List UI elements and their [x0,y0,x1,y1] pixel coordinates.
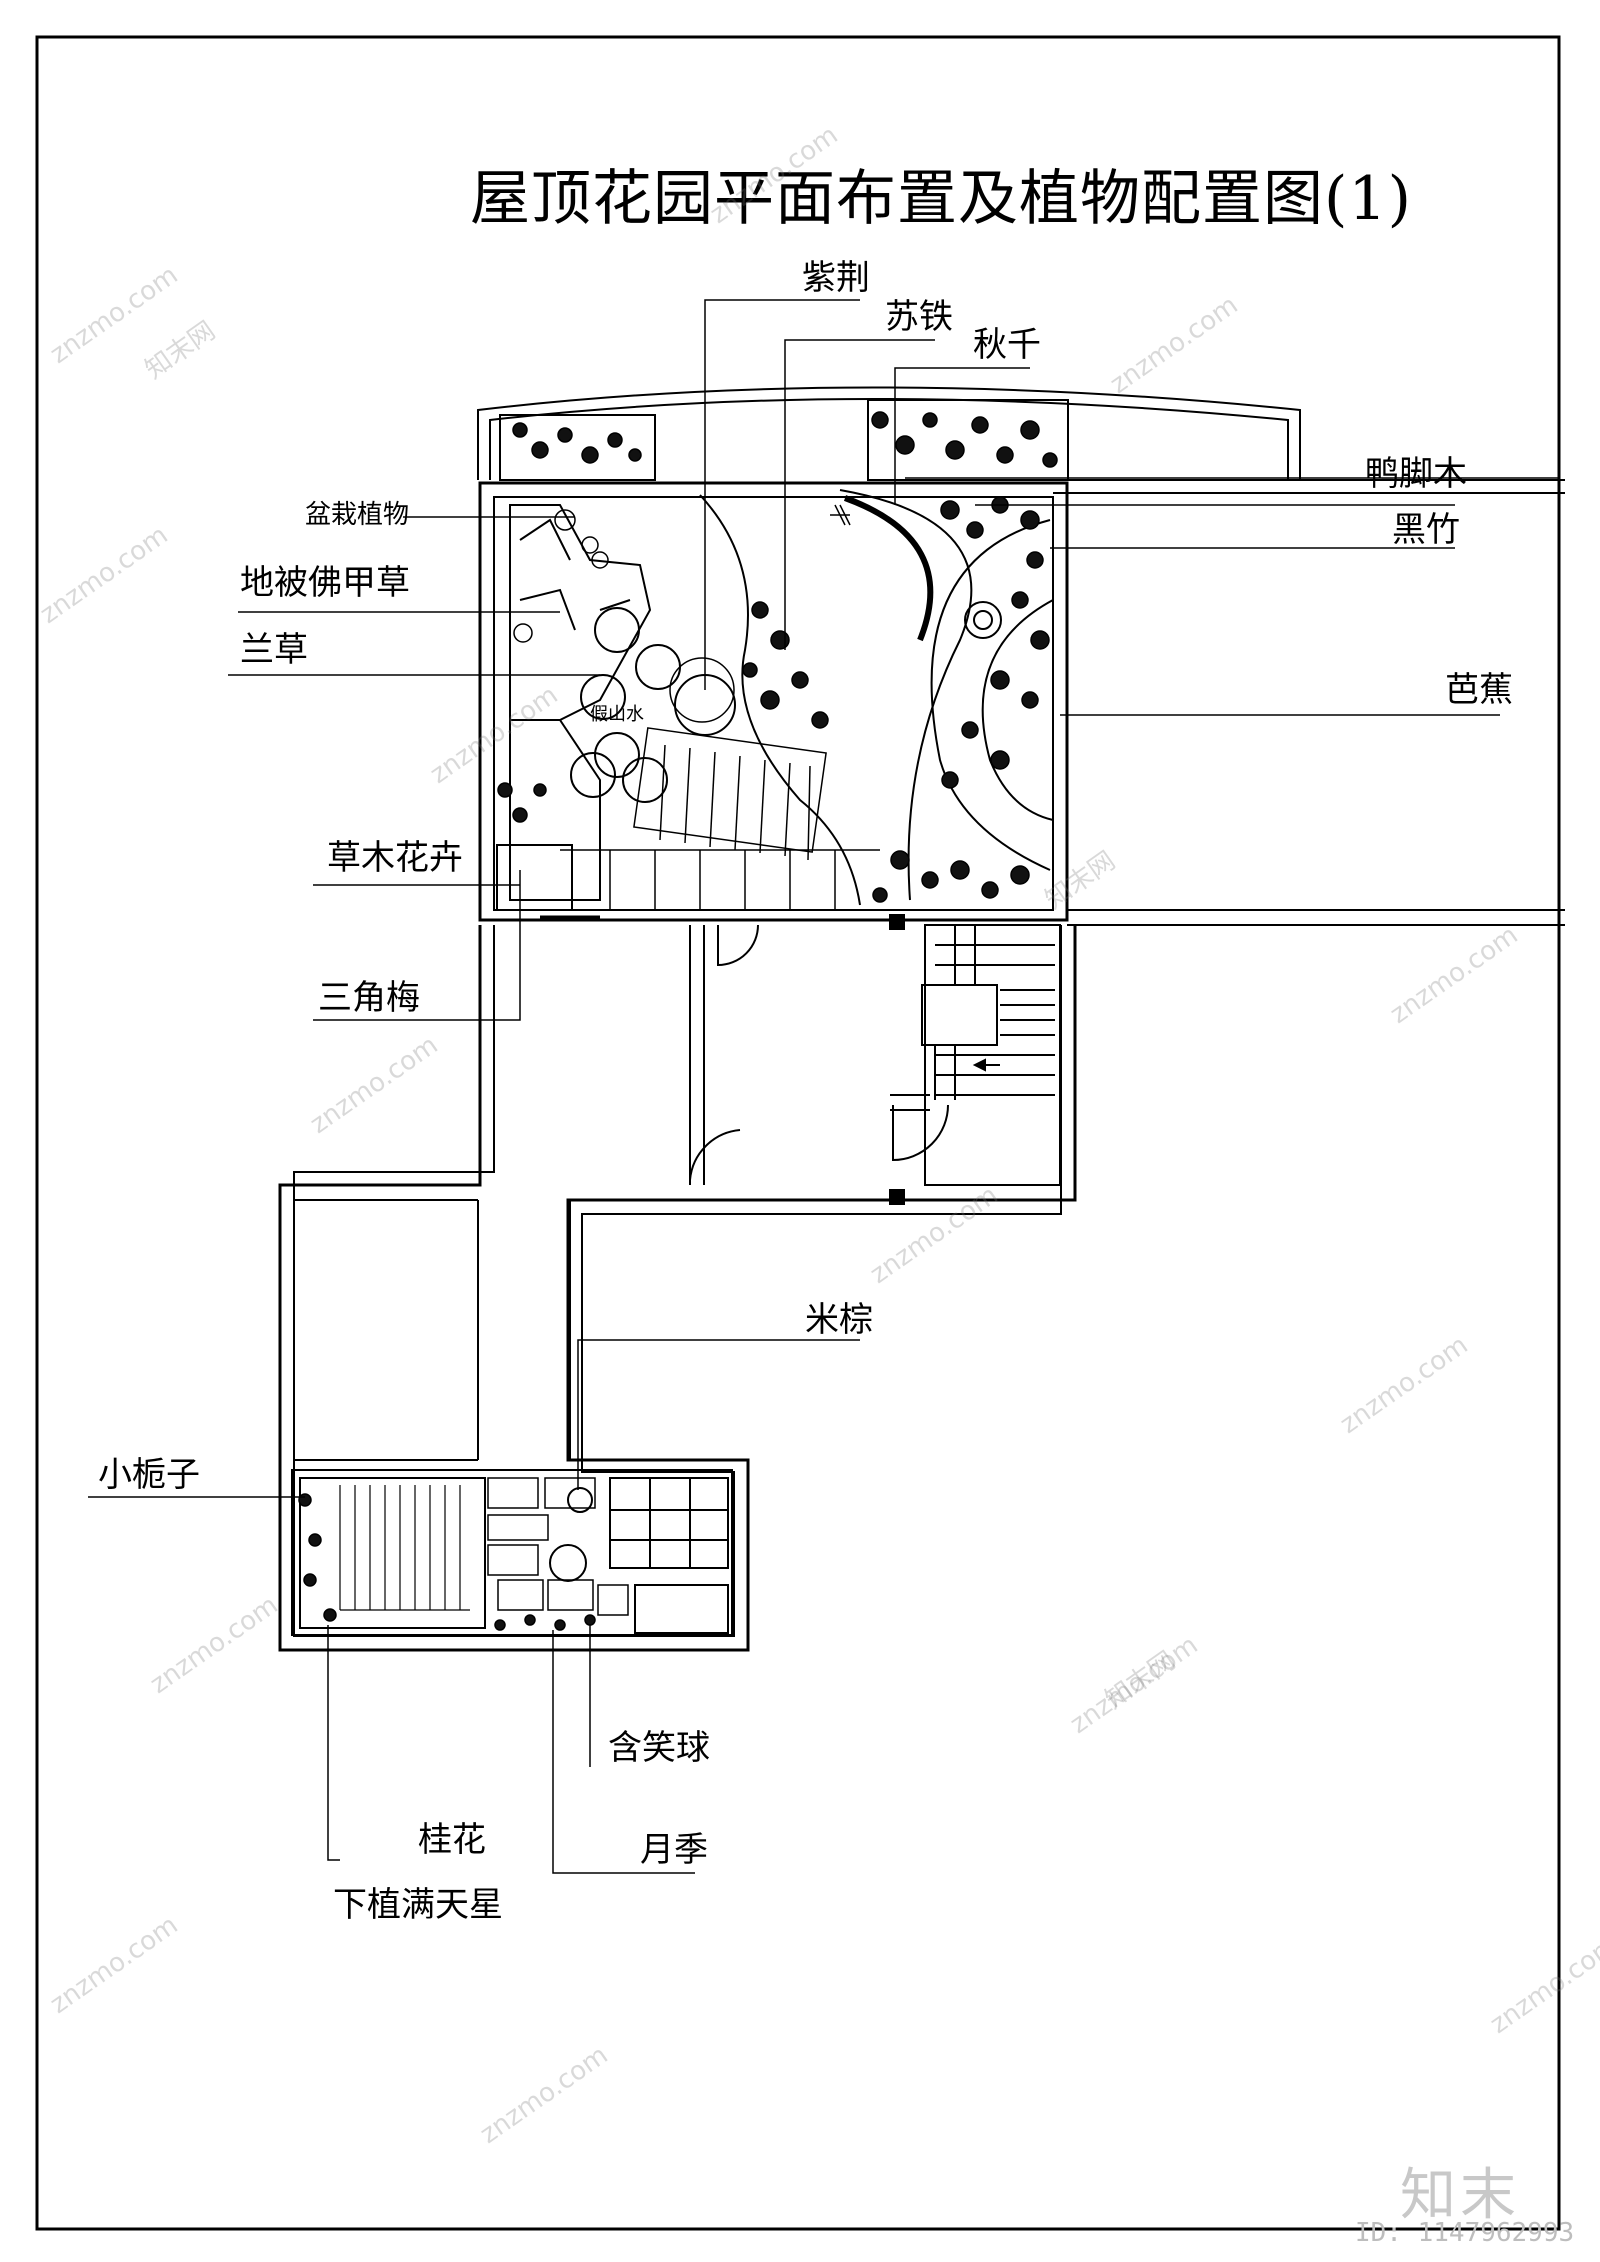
drawing-title: 屋顶花园平面布置及植物配置图(1) [470,164,1412,234]
label-guihua: 桂花 [418,1820,486,1860]
door-swing-1 [717,924,759,967]
label-yajiaomu: 鸭脚木 [1365,454,1467,494]
label-zijing: 紫荆 [802,258,870,298]
leader-lines [88,299,1560,1874]
paving-slabs [487,1477,629,1616]
brand-logo-watermark: 知末 [1400,2163,1520,2228]
stepping-stones [570,607,736,803]
label-penzai: 盆栽植物 [305,500,410,530]
tree-redbud [669,657,735,723]
label-sutie: 苏铁 [885,297,953,337]
upper-planter-outline [477,386,1301,480]
stair-treads [934,925,1055,1100]
bamboo-bed [609,1477,729,1569]
terrace-fence [560,849,880,911]
timber-deck [633,727,827,861]
label-sanjiaomei: 三角梅 [318,978,420,1018]
curved-path-right [839,489,973,901]
flower-bed-corner [496,844,573,911]
label-hanxiaoqiu: 含笑球 [608,1728,710,1768]
image-id-watermark: ID: 1147962993 [1355,2218,1575,2248]
drawing-border [35,35,1561,2231]
cycad-symbol [830,504,851,526]
label-lancao: 兰草 [240,630,308,670]
planter-box-left [499,414,656,481]
building-outline [278,925,1077,1652]
hatched-paving [634,1584,729,1634]
water-feature [964,601,1002,639]
shrub-ball [549,1544,587,1582]
label-yueji: 月季 [640,1830,708,1870]
paved-area [509,719,601,901]
roof-garden-outline [478,481,1069,922]
label-xiazhi: 下植满天星 [333,1885,503,1925]
label-jiashanshi: 假山水 [590,704,644,725]
label-qiuqian: 秋千 [973,325,1041,365]
label-heizhu: 黑竹 [1392,510,1460,550]
label-mizong: 米棕 [805,1300,873,1340]
foliage [298,411,1058,1631]
lower-deck-boards [339,1485,470,1611]
label-dibei: 地被佛甲草 [240,563,410,603]
door-swing-2 [689,1125,741,1181]
label-bajiao: 芭蕉 [1445,670,1513,710]
curved-path-left [699,494,861,906]
door-swing-3 [892,1104,949,1162]
swing-arc [843,495,934,642]
stair-core [924,924,1061,1186]
label-caomu: 草木花卉 [327,838,463,878]
label-xiaozhizi: 小栀子 [98,1455,200,1495]
lower-garden-outline [291,1469,733,1636]
